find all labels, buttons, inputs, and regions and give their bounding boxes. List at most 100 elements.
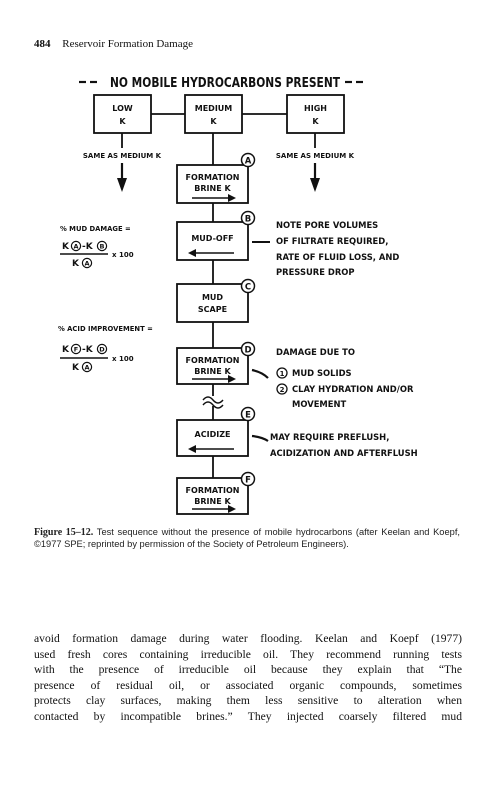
note-d-item2-no: 2 — [280, 386, 285, 394]
low-k-label-2: K — [119, 117, 126, 126]
test-sequence-flowchart: NO MOBILE HYDROCARBONS PRESENT LOW K MED… — [58, 75, 418, 515]
step-d-marker — [240, 341, 256, 357]
formula-sub: A — [84, 364, 89, 372]
figure-caption-text: Test sequence without the presence of mo… — [34, 527, 460, 549]
diagram-title-group: NO MOBILE HYDROCARBONS PRESENT — [79, 75, 363, 91]
item-number-marker — [276, 383, 288, 395]
note-b-line-4: PRESSURE DROP — [276, 267, 355, 277]
formula-marker — [70, 343, 82, 355]
item-number-marker — [276, 367, 288, 379]
body-line: avoid formation damage during water floo… — [34, 632, 462, 645]
step-b-label-1: MUD-OFF — [191, 234, 233, 243]
note-b-line-2: OF FILTRATE REQUIRED, — [276, 236, 388, 246]
step-c-id: C — [245, 283, 251, 293]
note-b-line-1: NOTE PORE VOLUMES — [276, 220, 378, 230]
figure-caption: Figure 15–12. Test sequence without the … — [34, 527, 460, 550]
step-e-marker — [240, 406, 256, 422]
formula-times: x 100 — [112, 355, 134, 363]
acid-improvement-label: % ACID IMPROVEMENT = — [58, 325, 153, 333]
medium-k-box — [184, 94, 243, 134]
high-k-box — [286, 94, 345, 134]
step-b-id: B — [245, 215, 251, 225]
formula-marker — [96, 343, 108, 355]
low-k-label-1: LOW — [112, 104, 133, 113]
same-as-medium-left: SAME AS MEDIUM K — [83, 152, 162, 160]
mud-damage-label: % MUD DAMAGE = — [60, 225, 131, 233]
formula-minus-k: -K — [82, 242, 94, 252]
formula-sub: A — [84, 260, 89, 268]
same-as-medium-right: SAME AS MEDIUM K — [276, 152, 355, 160]
step-c-marker — [240, 278, 256, 294]
low-k-box — [93, 94, 152, 134]
formula-times: x 100 — [112, 251, 134, 259]
body-paragraph: avoid formation damage during water floo… — [34, 631, 462, 724]
formula-k: K — [62, 242, 70, 252]
running-title: Reservoir Formation Damage — [62, 38, 193, 50]
note-b-line-3: RATE OF FLUID LOSS, AND — [276, 252, 399, 262]
body-line: used fresh cores containing irreducible … — [34, 647, 462, 661]
formula-sub: F — [74, 346, 78, 354]
step-box-d: FORMATION BRINE K D — [176, 341, 256, 385]
high-k-label-1: HIGH — [304, 104, 327, 113]
acid-improvement-formula: % ACID IMPROVEMENT = K F -K D K A x 100 — [58, 325, 153, 373]
medium-k-label-2: K — [210, 117, 217, 126]
note-pointer — [251, 368, 269, 379]
step-d-label-2: BRINE K — [194, 367, 231, 376]
step-e-label-1: ACIDIZE — [195, 430, 231, 439]
down-arrow-icon — [310, 178, 320, 192]
formula-marker — [81, 257, 93, 269]
note-d-item2b: MOVEMENT — [292, 399, 346, 409]
step-f-label-1: FORMATION — [186, 486, 240, 495]
step-b-marker — [240, 210, 256, 226]
note-d: DAMAGE DUE TO 1 MUD SOLIDS 2 CLAY HYDRAT… — [251, 347, 414, 409]
note-d-title: DAMAGE DUE TO — [276, 347, 355, 357]
break-mark-icon — [202, 396, 224, 409]
body-line: protects clay surfaces, making them less… — [34, 694, 462, 707]
formula-marker — [81, 361, 93, 373]
note-e-line-2: ACIDIZATION AND AFTERFLUSH — [270, 448, 418, 458]
page-header: 484 Reservoir Formation Damage — [34, 38, 193, 50]
step-c-label-1: MUD — [202, 293, 223, 302]
formula-sub: B — [100, 243, 105, 251]
medium-k-label-1: MEDIUM — [195, 104, 233, 113]
formula-den-k: K — [72, 259, 80, 269]
body-line: with the presence of irreducible oil bec… — [34, 663, 462, 676]
note-d-item1: MUD SOLIDS — [292, 368, 352, 378]
formula-sub: D — [99, 346, 105, 354]
step-a-marker — [240, 152, 256, 168]
step-e-id: E — [245, 411, 251, 421]
high-k-label-2: K — [312, 117, 319, 126]
step-box-b: MUD-OFF B — [176, 210, 256, 261]
note-e-line-1: MAY REQUIRE PREFLUSH, — [270, 432, 389, 442]
step-box-f: FORMATION BRINE K E F — [176, 471, 256, 515]
step-c-label-2: SCAPE — [198, 305, 227, 314]
formula-sub: A — [73, 243, 78, 251]
formula-den-k: K — [72, 363, 80, 373]
note-d-item1-no: 1 — [280, 370, 285, 378]
figure-label: Figure 15–12. — [34, 527, 94, 538]
body-line: presence of residual oil, or associated … — [34, 678, 462, 692]
formula-minus-k: -K — [82, 345, 94, 355]
diagram-title: NO MOBILE HYDROCARBONS PRESENT — [110, 75, 341, 91]
step-f-marker — [240, 471, 256, 487]
note-b: NOTE PORE VOLUMES OF FILTRATE REQUIRED, … — [252, 220, 399, 277]
page-number: 484 — [34, 38, 51, 50]
step-f-label-2: BRINE K — [194, 497, 231, 506]
note-pointer — [251, 434, 269, 442]
step-a-label-2: BRINE K — [194, 184, 231, 193]
formula-marker — [70, 240, 82, 252]
step-d-label-1: FORMATION — [186, 356, 240, 365]
step-a-id: A — [245, 157, 252, 167]
step-a-label-1: FORMATION — [186, 173, 240, 182]
body-line: contacted by incompatible brines.” They … — [34, 709, 462, 723]
down-arrow-icon — [117, 178, 127, 192]
step-f-id: F — [245, 476, 251, 486]
step-box-a: FORMATION BRINE K A — [176, 152, 256, 204]
note-e: MAY REQUIRE PREFLUSH, ACIDIZATION AND AF… — [251, 432, 418, 458]
step-box-c: MUD SCAPE C — [176, 278, 256, 323]
formula-k: K — [62, 345, 70, 355]
step-box-e: ACIDIZE E — [176, 406, 256, 457]
formula-marker — [96, 240, 108, 252]
note-d-item2: CLAY HYDRATION AND/OR — [292, 384, 414, 394]
